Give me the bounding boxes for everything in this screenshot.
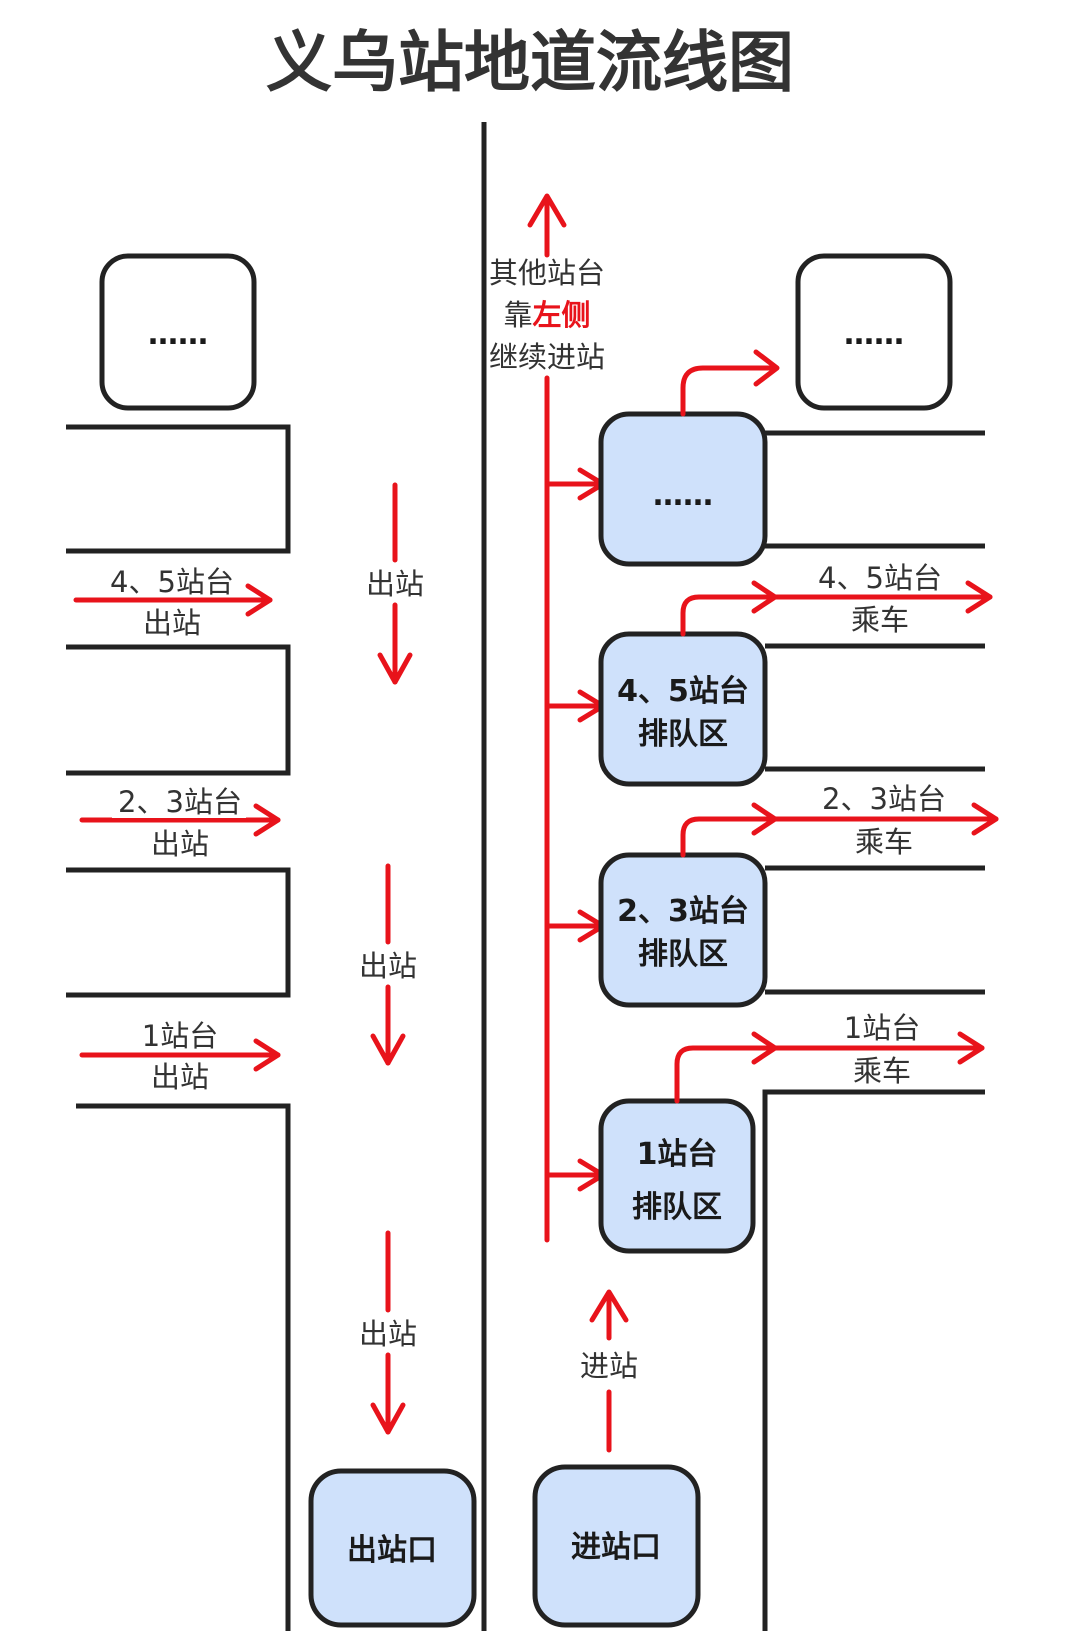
left-walls	[66, 424, 291, 1631]
arrow-head-icon	[751, 580, 778, 614]
right-walls	[762, 430, 985, 1631]
queue-box-more-label: ……	[653, 478, 713, 513]
right-corridor-wall	[762, 1089, 985, 1631]
arrow-head-icon	[527, 193, 567, 228]
left-gate-2-3: 2、3站台 出站	[79, 785, 281, 861]
exit-box	[308, 1468, 477, 1628]
board-label-line2: 乘车	[855, 825, 913, 859]
arrow-head-icon	[253, 803, 281, 837]
note-line2-prefix: 靠	[503, 298, 532, 332]
exit-flow-arrow-1: 出站	[366, 482, 424, 685]
board-arrow-1: 1站台 乘车	[674, 1011, 985, 1104]
exit-flow-arrow-3: 出站	[359, 1230, 417, 1435]
queue-box-line2: 排队区	[638, 937, 728, 972]
arrow-head-icon	[751, 1031, 778, 1065]
right-more-box-label: ……	[844, 317, 904, 352]
entrance-box	[532, 1464, 701, 1628]
right-more-box	[795, 253, 953, 411]
queue-box-line2: 排队区	[638, 717, 728, 752]
board-flow-path	[674, 1045, 985, 1104]
note-line3: 继续进站	[489, 340, 605, 374]
gate-label-line2: 出站	[151, 1060, 209, 1094]
exit-box-label: 出站口	[347, 1533, 437, 1568]
board-flow-path	[680, 365, 778, 417]
queue-box-2-3	[598, 852, 768, 1008]
board-label-line1: 1站台	[844, 1011, 920, 1045]
arrow-head-icon	[370, 1402, 406, 1435]
arrow-head-icon	[245, 583, 273, 617]
arrow-head-icon	[370, 1033, 406, 1066]
board-arrow-4-5: 4、5站台 乘车	[680, 561, 993, 637]
left-platform-block-2	[66, 644, 291, 776]
arrow-head-icon	[589, 1289, 629, 1323]
exit-flow-label: 出站	[359, 949, 417, 983]
queue-box-line2: 排队区	[632, 1190, 722, 1225]
gate-label-line1: 2、3站台	[118, 785, 242, 819]
exit-flow-label: 出站	[359, 1317, 417, 1351]
entrance-flow-arrow: 进站	[580, 1289, 638, 1453]
queue-box-4-5	[598, 631, 768, 787]
queue-box-line1: 2、3站台	[617, 894, 749, 929]
left-platform-block-1	[66, 424, 291, 554]
board-label-line2: 乘车	[851, 603, 909, 637]
gate-label-line1: 4、5站台	[110, 565, 234, 599]
left-more-box	[99, 253, 257, 411]
board-label-line1: 2、3站台	[822, 782, 946, 816]
label-mask	[836, 1012, 928, 1044]
arrow-head-icon	[253, 1038, 281, 1072]
gate-label-line2: 出站	[143, 606, 201, 640]
label-mask	[810, 562, 950, 594]
queue-box-line1: 1站台	[637, 1137, 718, 1172]
note-line2-highlight: 左侧	[533, 298, 591, 332]
left-gate-1: 1站台 出站	[79, 1019, 281, 1094]
board-label-line1: 4、5站台	[818, 561, 942, 595]
branch-arrows	[544, 467, 606, 1192]
note-line1: 其他站台	[489, 256, 605, 290]
note-line2: 靠左侧	[503, 298, 590, 332]
arrow-head-icon	[751, 802, 778, 836]
label-mask	[136, 1020, 226, 1052]
queue-box-line1: 4、5站台	[617, 674, 749, 709]
label-mask	[104, 565, 238, 597]
arrow-head-icon	[377, 652, 413, 685]
exit-flow-label: 出站	[366, 567, 424, 601]
entrance-flow-label: 进站	[580, 1349, 638, 1383]
queue-box-1	[598, 1098, 756, 1254]
board-arrow-more	[680, 349, 780, 417]
board-arrow-2-3: 2、3站台 乘车	[680, 782, 999, 859]
label-mask	[814, 783, 954, 815]
board-label-line2: 乘车	[853, 1054, 911, 1088]
page-title: 义乌站地道流线图	[266, 24, 794, 101]
gate-label-line1: 1站台	[142, 1019, 218, 1053]
arrow-head-icon	[971, 802, 999, 836]
arrow-head-icon	[753, 349, 780, 387]
entrance-box-label: 进站口	[571, 1530, 661, 1565]
left-corridor-wall	[76, 1103, 291, 1631]
left-platform-block-3	[66, 867, 291, 998]
board-flow-path	[680, 816, 999, 858]
label-mask	[112, 786, 246, 818]
gate-label-line2: 出站	[151, 827, 209, 861]
left-more-box-label: ……	[148, 317, 208, 352]
left-gate-4-5: 4、5站台 出站	[73, 565, 273, 640]
exit-flow-arrow-2: 出站	[359, 863, 417, 1066]
arrow-head-icon	[957, 1031, 985, 1065]
board-flow-path	[680, 594, 993, 637]
arrow-head-icon	[965, 580, 993, 614]
